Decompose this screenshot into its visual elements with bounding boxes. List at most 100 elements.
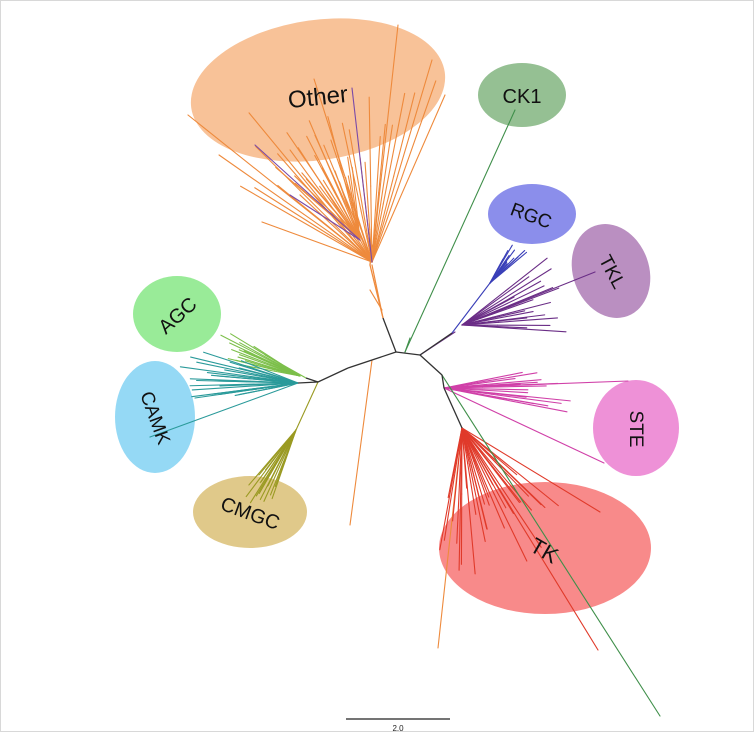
branch-rgc <box>499 254 510 270</box>
branch-ste <box>486 379 542 385</box>
branch-ck1 <box>404 337 411 353</box>
backbone-edge <box>297 381 319 384</box>
branch-tk <box>472 456 490 498</box>
branch-ste <box>466 378 516 386</box>
branch-rgc <box>499 257 515 273</box>
branch-other <box>371 24 399 263</box>
branch-tkl <box>493 276 530 303</box>
branch-cmgc <box>248 456 274 486</box>
branch-tk <box>497 456 559 507</box>
branch-camk <box>190 356 263 375</box>
tree-backbone <box>297 317 463 429</box>
backbone-edge <box>371 351 397 361</box>
branch-tkl <box>489 296 515 311</box>
branch-rgc <box>497 263 508 275</box>
branch-ste <box>471 390 527 398</box>
branch-agc <box>237 356 280 371</box>
branch-other <box>403 80 437 171</box>
branch-other <box>319 185 339 212</box>
branch-rgc <box>451 282 491 334</box>
branch-camk <box>229 361 273 376</box>
backbone-edge <box>317 367 349 383</box>
branch-tk <box>468 502 476 575</box>
branch-cmgc <box>258 460 279 494</box>
branch-other <box>348 129 362 199</box>
branch-tk <box>456 427 463 456</box>
branch-other <box>218 154 305 215</box>
branch-other <box>360 197 373 263</box>
branch-other <box>261 221 373 263</box>
scale-bar: 2.0 <box>346 718 450 732</box>
branch-camk <box>238 387 275 396</box>
branch-tk <box>456 465 461 544</box>
branch-other <box>371 59 433 263</box>
branch-camk <box>210 374 264 381</box>
branch-rgc <box>505 249 526 269</box>
branch-other <box>357 216 361 241</box>
ellipse-agc <box>133 276 221 352</box>
branch-ste <box>482 385 547 388</box>
branch-other <box>334 190 361 241</box>
branch-tkl <box>492 301 551 318</box>
branch-tk <box>469 465 486 542</box>
scale-bar-label: 2.0 <box>392 724 404 732</box>
branch-agc <box>239 342 279 365</box>
branch-other <box>289 149 330 204</box>
branch-agc <box>253 345 282 365</box>
branch-tk <box>493 493 528 562</box>
ellipse-rgc <box>488 184 576 244</box>
branch-other <box>347 156 355 200</box>
branch-camk <box>149 382 299 438</box>
branch-camk <box>191 388 255 398</box>
branch-other <box>349 359 373 526</box>
branch-ste <box>483 372 538 383</box>
branch-other <box>301 172 335 211</box>
branch-tkl <box>500 280 542 304</box>
branch-other <box>327 116 350 198</box>
branch-tkl <box>507 327 567 333</box>
branch-cmgc <box>255 454 282 497</box>
branch-tk <box>491 466 520 503</box>
branch-other <box>369 289 383 311</box>
branch-tk <box>481 452 522 503</box>
branch-other <box>248 112 307 184</box>
branch-ste <box>473 381 538 387</box>
backbone-edge <box>395 351 421 356</box>
branch-camk <box>196 361 253 375</box>
branch-tk <box>439 466 456 551</box>
branch-ck1 <box>404 109 516 353</box>
branch-tkl <box>494 285 545 310</box>
backbone-edge <box>419 332 453 356</box>
ellipse-tk <box>439 482 651 614</box>
branch-ste <box>443 387 605 464</box>
branch-agc <box>220 334 274 363</box>
branch-camk <box>219 383 268 387</box>
ellipse-camk <box>115 361 195 473</box>
branch-ste <box>476 371 523 382</box>
branch-ste <box>491 393 562 404</box>
backbone-edge <box>441 374 445 389</box>
branch-tk <box>494 477 542 548</box>
branch-agc <box>280 363 301 377</box>
branch-camk <box>224 369 260 377</box>
branch-cmgc <box>258 447 282 476</box>
ellipse-tkl <box>571 224 651 318</box>
ellipse-ste <box>593 380 679 476</box>
branch-other <box>240 185 328 237</box>
branch-other <box>302 213 373 263</box>
branch-tkl <box>498 317 558 323</box>
branch-ste <box>478 393 535 405</box>
ellipse-ck1 <box>478 63 566 127</box>
branch-camk <box>240 360 281 377</box>
branch-other <box>364 161 371 231</box>
branch-other <box>378 123 386 194</box>
branch-rgc <box>489 268 508 284</box>
branch-tk <box>467 463 477 515</box>
branch-ste <box>499 398 568 413</box>
branch-other <box>371 169 405 263</box>
branch-other <box>351 166 359 218</box>
branch-camk <box>203 351 269 374</box>
branch-other <box>371 175 395 263</box>
branch-other <box>370 185 373 263</box>
branch-camk <box>179 366 246 377</box>
